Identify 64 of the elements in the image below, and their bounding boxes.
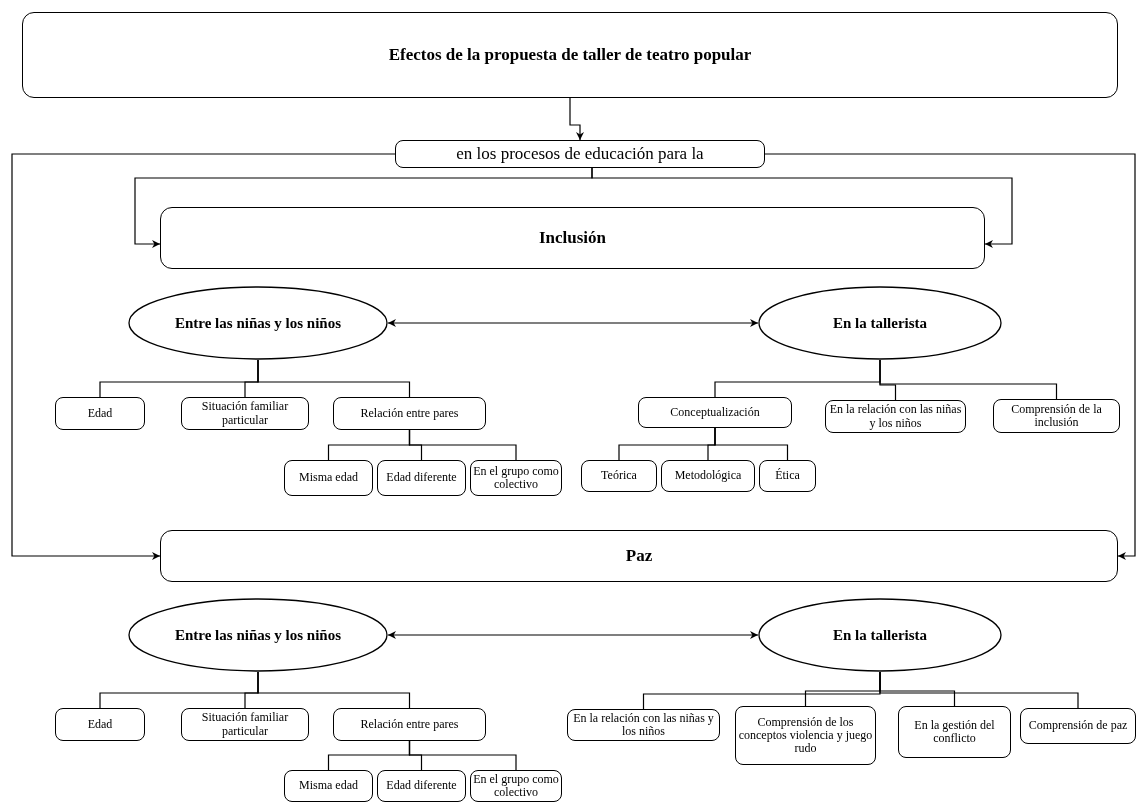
heading-text: Entre las niñas y los niños [175,626,341,644]
connector-line [879,359,1058,400]
category-text: En la gestión del conflicto [913,718,996,746]
category-box [898,706,1011,758]
category-text: Edad diferente [386,779,457,793]
category-box [735,706,876,765]
category-text: Edad diferente [386,471,457,485]
arrow [387,631,759,639]
connector-line [408,429,517,461]
heading-text: Entre las niñas y los niños [175,314,341,332]
category-text: Misma edad [299,471,358,485]
heading-text: Paz [625,546,653,566]
category-box [55,708,145,741]
heading-text: Efectos de la propuesta de taller de teatro popular [388,45,752,65]
category-text: En la relación con las niñas y los niños [572,711,715,739]
arrow [387,319,759,327]
category-box [638,397,792,428]
category-text: Teórica [601,469,637,483]
category-text: En el grupo como colectivo [472,464,560,492]
connector-text: en los procesos de educación para la [456,144,704,164]
connector-line [879,671,1079,709]
category-box [581,460,657,492]
category-box [993,399,1120,433]
heading-box [22,12,1118,98]
category-text: Comprensión de los conceptos violencia y juego rudo [737,715,874,756]
heading-text: Inclusión [538,228,607,248]
arrow [11,153,396,560]
heading-box [160,207,985,269]
heading-text: En la tallerista [832,626,928,644]
category-text: Relación entre pares [360,406,459,421]
category-box [333,708,486,741]
category-box [55,397,145,430]
category-box [333,397,486,430]
heading-text: En la tallerista [832,314,928,332]
arrow [569,97,584,141]
category-text: Edad [87,717,113,732]
category-box [377,770,466,802]
category-text: Situación familiar particular [200,400,290,427]
arrow [764,153,1136,560]
category-text: Situación familiar particular [200,711,290,738]
category-box [284,770,373,802]
connector-line [257,359,411,398]
category-text: Metodológica [674,469,742,483]
category-box [1020,708,1136,744]
category-box [181,397,309,430]
category-box [759,460,816,492]
category-text: En la relación con las niñas y los niños [828,403,963,430]
connector-line [714,427,789,461]
category-text: Ética [775,469,800,483]
category-text: Misma edad [299,779,358,793]
category-box [377,460,466,496]
category-text: Comprensión de paz [1028,719,1128,733]
connector-line [257,671,411,709]
category-text: Relación entre pares [360,717,459,732]
category-box [661,460,755,492]
category-text: Conceptualización [670,405,760,420]
category-box [284,460,373,496]
arrow [591,167,1013,248]
heading-box [160,530,1118,582]
category-text: En el grupo como colectivo [472,772,560,800]
category-box [181,708,309,741]
connector-line [408,740,517,771]
category-text: Comprensión de la inclusión [1010,402,1103,430]
category-text: Edad [87,406,113,421]
